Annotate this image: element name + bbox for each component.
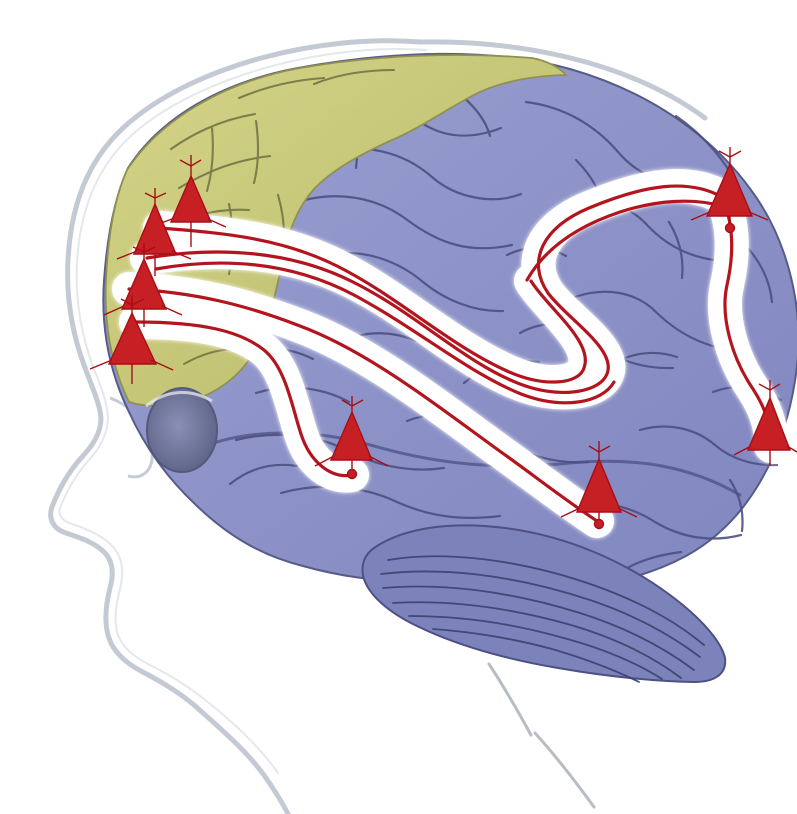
- eye: [146, 388, 217, 472]
